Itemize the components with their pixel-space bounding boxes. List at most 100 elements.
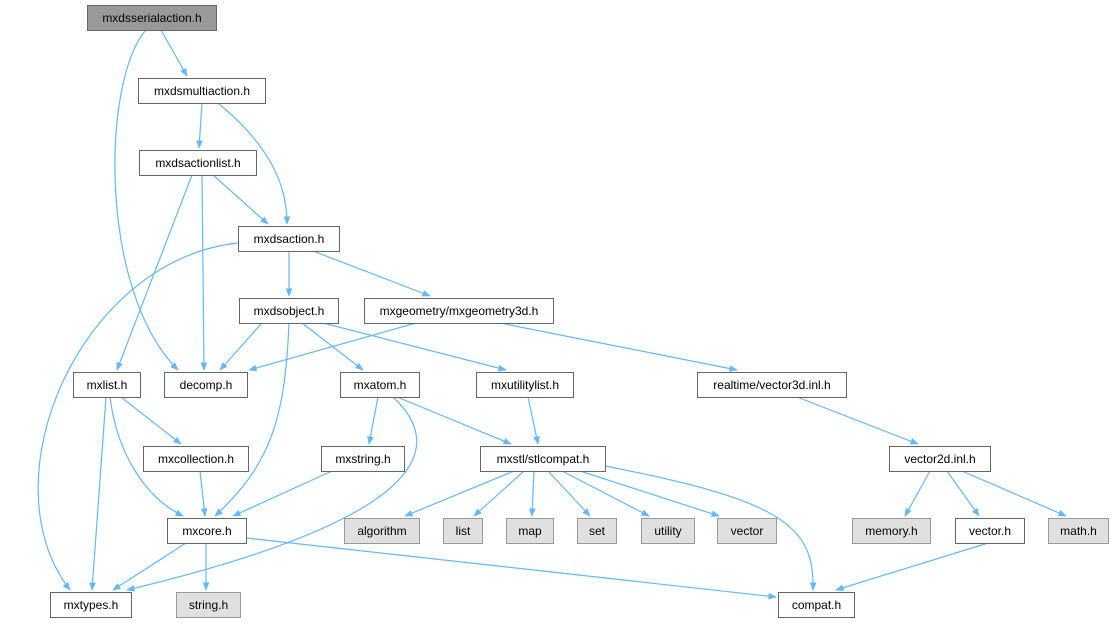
edge-mxdsmultiaction-to-mxdsactionlist [196,102,203,149]
node-label: mxlist.h [87,378,128,392]
node-box [238,226,340,252]
node-label: list [456,524,471,538]
edge-stlcompat-to-vector [579,470,720,517]
node-label: string.h [189,598,228,612]
node-mxcore[interactable]: mxcore.h [167,518,247,544]
edge-arrow [214,322,290,517]
node-box [955,518,1025,544]
edge-arrow [528,470,536,517]
edge-arrow [367,396,379,445]
edge-mxgeometry3d-to-vector3dinl [499,322,738,372]
node-label: mxdsaction.h [254,232,325,246]
edge-stlcompat-to-set [547,470,591,517]
edge-arrow [212,174,269,225]
node-stlcompat[interactable]: mxstl/stlcompat.h [480,446,606,472]
node-mxutilitylist[interactable]: mxutilitylist.h [476,372,574,398]
node-box [87,5,217,31]
edge-stlcompat-to-compat [604,465,817,591]
node-label: mxdsobject.h [254,304,325,318]
node-map: map [506,518,554,544]
node-label: mxutilitylist.h [491,378,559,392]
node-mxstring[interactable]: mxstring.h [321,446,405,472]
node-label: mxstring.h [335,452,390,466]
edge-mxdsactionlist-to-mxdsaction [212,174,269,225]
node-label: mxtypes.h [64,598,119,612]
node-box [167,518,247,544]
node-label: utility [654,524,681,538]
edge-arrow [547,470,591,517]
node-box [139,150,257,176]
edge-arrow [561,470,650,517]
node-box [480,446,606,472]
edge-mxdsaction-to-mxtypes [37,242,239,591]
node-mxdsmultiaction[interactable]: mxdsmultiaction.h [138,78,266,104]
node-utility: utility [641,518,695,544]
edge-stlcompat-to-algorithm [404,470,515,517]
edge-arrow [114,29,179,371]
edge-mxdsaction-to-mxgeometry3d [312,250,431,297]
edge-arrow [232,470,333,517]
edge-stlcompat-to-list [473,470,525,517]
edge-arrow [109,396,184,517]
node-mxlist[interactable]: mxlist.h [73,372,141,398]
edge-arrow [796,396,919,445]
edge-mxdsobject-to-decomp [219,322,263,371]
node-label: mxatom.h [354,378,407,392]
node-box [476,372,574,398]
edge-mxgeometry3d-to-decomp [248,322,417,372]
node-math: math.h [1048,518,1109,544]
edge-stlcompat-to-map [528,470,536,517]
node-box [506,518,554,544]
node-box [577,518,617,544]
node-algorithm: algorithm [344,518,420,544]
node-memory: memory.h [852,518,931,544]
node-mxdsserialaction[interactable]: mxdsserialaction.h [87,5,217,31]
edge-arrow [404,470,515,517]
node-box [889,446,991,472]
edge-arrow [200,174,208,371]
node-compat[interactable]: compat.h [778,592,855,618]
node-label: vector.h [969,524,1011,538]
edge-arrow [835,542,989,591]
node-label: compat.h [792,598,841,612]
edge-arrow [579,470,720,517]
node-label: decomp.h [180,378,233,392]
edge-mxdsobject-to-mxcore [214,322,290,517]
node-mxgeometry3d[interactable]: mxgeometry/mxgeometry3d.h [364,298,554,324]
node-label: mxdsserialaction.h [102,11,201,25]
edge-mxlist-to-mxcore [109,396,184,517]
node-mxdsactionlist[interactable]: mxdsactionlist.h [139,150,257,176]
edge-arrow [112,542,187,591]
node-vector2dinl[interactable]: vector2d.inl.h [889,446,991,472]
edge-mxdsactionlist-to-decomp [200,174,208,371]
node-box [697,372,847,398]
edge-arrow [120,396,182,445]
node-box [50,592,132,618]
node-vector3dinl[interactable]: realtime/vector3d.inl.h [697,372,847,398]
edges [37,29,1067,600]
node-box [364,298,554,324]
edge-vectorh-to-compat [835,542,989,591]
node-mxdsaction[interactable]: mxdsaction.h [238,226,340,252]
edge-mxatom-to-stlcompat [396,396,512,445]
node-mxdsobject[interactable]: mxdsobject.h [239,298,339,324]
edge-arrow [37,242,239,591]
edge-arrow [245,537,777,600]
node-mxtypes[interactable]: mxtypes.h [50,592,132,618]
edge-arrow [604,465,817,591]
edge-mxatom-to-mxstring [367,396,379,445]
edge-arrow [217,102,291,225]
node-vectorh[interactable]: vector.h [955,518,1025,544]
edge-arrow [961,470,1067,517]
edge-arrow [248,322,417,372]
node-decomp[interactable]: decomp.h [164,372,248,398]
node-vector: vector [717,518,777,544]
node-box [138,78,266,104]
edge-vector2dinl-to-vectorh [946,470,980,517]
node-mxcollection[interactable]: mxcollection.h [143,446,249,472]
node-box [778,592,855,618]
edge-arrow [527,396,540,445]
node-label: memory.h [865,524,917,538]
node-mxatom[interactable]: mxatom.h [340,372,420,398]
